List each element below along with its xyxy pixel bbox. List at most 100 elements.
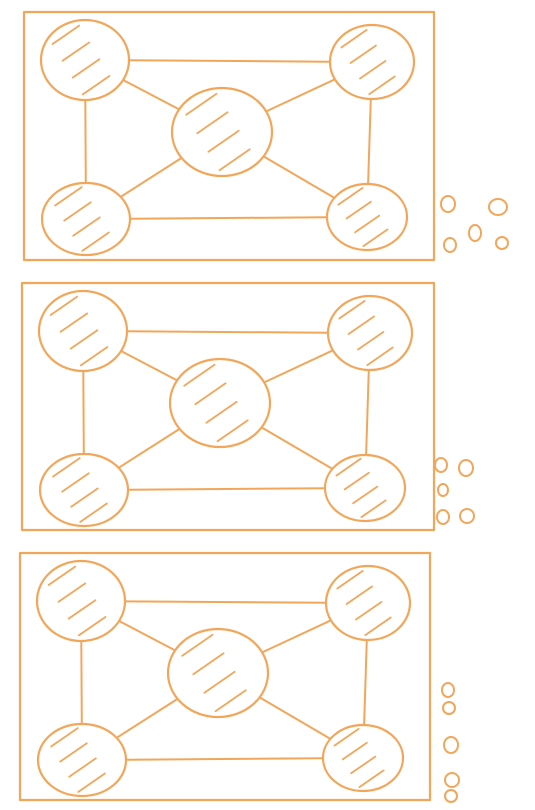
- node-hatch-stroke: [352, 485, 379, 505]
- small-circle: [441, 682, 455, 698]
- node-hatch-stroke: [183, 363, 216, 387]
- edge-center-to-bottom-left: [115, 697, 179, 739]
- node-hatch-stroke: [69, 329, 99, 350]
- node-hatch-stroke: [349, 44, 377, 64]
- node-circle: [321, 723, 405, 793]
- node-hatch-stroke: [67, 599, 97, 620]
- edge-top-left-to-bottom-left: [80, 640, 83, 725]
- node-hatch-stroke: [362, 228, 389, 248]
- node-hatch-stroke: [61, 41, 91, 62]
- node-circle: [166, 627, 270, 719]
- node-hatch-stroke: [338, 299, 366, 320]
- node-hatch-stroke: [203, 670, 236, 694]
- node-hatch-stroke: [61, 472, 90, 493]
- node-circle: [170, 86, 274, 178]
- node-circle: [168, 357, 272, 449]
- node-hatch-stroke: [216, 419, 249, 443]
- node-hatch-stroke: [52, 457, 81, 478]
- node-hatch-stroke: [205, 400, 238, 424]
- node-bottom-right: [323, 453, 407, 523]
- node-hatch-stroke: [196, 111, 229, 135]
- node-top-left: [35, 559, 127, 643]
- node-hatch-stroke: [47, 565, 77, 586]
- node-circle: [324, 564, 412, 642]
- node-bottom-left: [36, 722, 128, 798]
- edge-top-left-to-center: [122, 79, 181, 111]
- edge-bottom-left-to-bottom-right: [129, 216, 328, 220]
- node-hatch-stroke: [79, 346, 109, 367]
- node-circle: [37, 289, 129, 373]
- node-hatch-stroke: [214, 689, 247, 713]
- node-hatch-stroke: [192, 652, 225, 676]
- node-hatch-stroke: [81, 231, 110, 252]
- side-circles-group: [434, 195, 509, 803]
- node-hatch-stroke: [345, 200, 372, 220]
- node-hatch-stroke: [357, 331, 385, 351]
- small-circle: [443, 736, 459, 754]
- small-circle: [440, 195, 456, 213]
- edge-center-to-bottom-right: [260, 426, 334, 470]
- node-hatch-stroke: [354, 214, 381, 234]
- node-hatch-stroke: [81, 75, 111, 96]
- node-hatch-stroke: [364, 616, 392, 636]
- node-hatch-stroke: [340, 28, 368, 49]
- node-top-left: [39, 18, 131, 102]
- node-hatch-stroke: [366, 346, 394, 367]
- node-hatch-stroke: [68, 757, 97, 778]
- panel-frame: [20, 281, 436, 532]
- small-circle: [459, 508, 475, 524]
- node-hatch-stroke: [350, 755, 377, 775]
- edge-top-left-to-bottom-left: [84, 99, 87, 184]
- edge-center-to-bottom-left: [119, 156, 183, 198]
- node-hatch-stroke: [368, 75, 396, 95]
- node-hatch-stroke: [359, 60, 387, 80]
- node-bottom-left: [40, 181, 132, 257]
- node-hatch-stroke: [77, 616, 107, 637]
- node-hatch-stroke: [194, 382, 227, 406]
- node-hatch-stroke: [207, 129, 240, 153]
- edge-top-right-to-bottom-right: [367, 98, 372, 185]
- node-center: [168, 357, 272, 449]
- node-hatch-stroke: [358, 769, 385, 788]
- node-hatch-stroke: [343, 471, 370, 491]
- panels-group: [18, 10, 436, 802]
- node-hatch-stroke: [181, 633, 214, 657]
- node-hatch-stroke: [337, 186, 364, 206]
- node-bottom-right: [321, 723, 405, 793]
- node-hatch-stroke: [54, 186, 83, 207]
- node-hatch-stroke: [51, 24, 81, 45]
- panel-frame: [22, 10, 436, 262]
- edge-top-left-to-top-right: [126, 330, 329, 334]
- edge-top-right-to-center: [265, 78, 336, 113]
- node-hatch-stroke: [218, 148, 251, 172]
- node-hatch-stroke: [345, 585, 373, 605]
- node-circle: [36, 722, 128, 798]
- node-hatch-stroke: [63, 201, 92, 222]
- edge-top-right-to-center: [261, 619, 332, 654]
- node-hatch-stroke: [336, 570, 364, 590]
- node-hatch-stroke: [341, 741, 368, 761]
- node-hatch-stroke: [347, 315, 375, 335]
- edge-bottom-left-to-bottom-right: [125, 757, 324, 761]
- edge-top-left-to-top-right: [128, 59, 331, 63]
- edge-center-to-bottom-left: [117, 427, 181, 469]
- edge-bottom-left-to-bottom-right: [127, 487, 326, 491]
- small-circle: [458, 459, 474, 477]
- node-top-right: [326, 294, 414, 372]
- node-center: [166, 627, 270, 719]
- node-top-left: [37, 289, 129, 373]
- node-hatch-stroke: [59, 742, 88, 763]
- node-hatch-stroke: [59, 312, 89, 333]
- node-hatch-stroke: [355, 601, 383, 621]
- small-circle: [495, 236, 509, 250]
- small-circle: [434, 457, 448, 473]
- small-circle: [443, 237, 457, 253]
- node-hatch-stroke: [49, 295, 79, 316]
- node-circle: [326, 294, 414, 372]
- edge-top-left-to-bottom-left: [82, 370, 85, 455]
- node-hatch-stroke: [57, 582, 87, 603]
- node-hatch-stroke: [70, 487, 99, 508]
- node-hatch-stroke: [72, 216, 101, 237]
- network-panel-2: [20, 281, 436, 532]
